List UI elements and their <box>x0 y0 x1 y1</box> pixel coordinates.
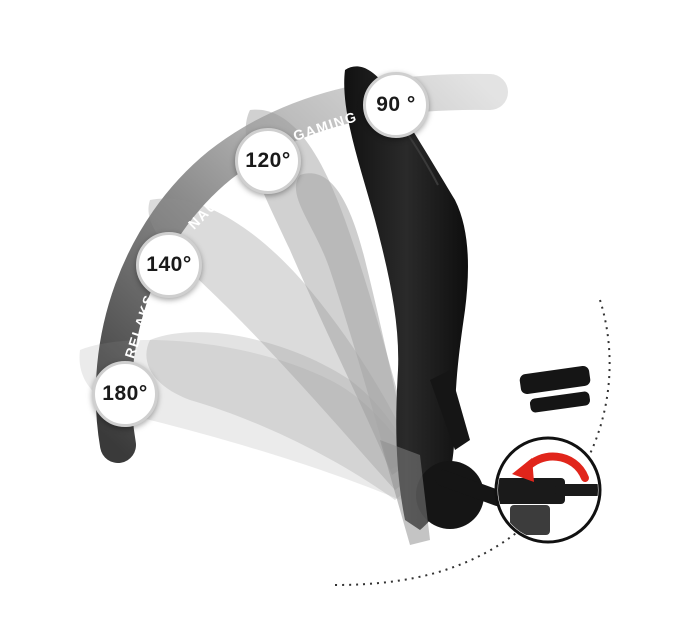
ghost-chair-140 <box>148 198 420 490</box>
angle-badge-90: 90 ° <box>363 72 429 138</box>
rotation-arrow-head <box>512 458 534 482</box>
ghost-chair-180 <box>79 340 420 500</box>
ghost-chair-160 <box>146 332 421 500</box>
ghost-chair-105 <box>295 173 410 471</box>
angle-badge-140: 140° <box>136 232 202 298</box>
recline-lever-detail-icon <box>494 436 602 544</box>
angle-badge-180: 180° <box>92 361 158 427</box>
chair-mechanism <box>380 366 591 545</box>
angle-badge-120: 120° <box>235 128 301 194</box>
